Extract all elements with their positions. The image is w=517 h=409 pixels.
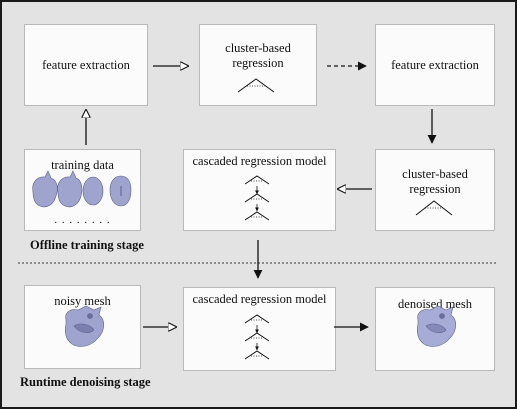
cascaded-model-label-2: cascaded regression model bbox=[192, 292, 327, 306]
feature-extraction-label-1: feature extraction bbox=[42, 58, 130, 72]
cascaded-model-box-1: cascaded regression model bbox=[183, 149, 336, 231]
training-data-box: training data . . . . . . . . bbox=[24, 149, 141, 231]
cascaded-model-box-2: cascaded regression model bbox=[183, 287, 336, 371]
cluster-regression-box-2: cluster-based regression bbox=[375, 149, 495, 231]
training-data-label: training data bbox=[51, 158, 114, 172]
training-dots: . . . . . . . . bbox=[54, 214, 111, 226]
denoised-mesh-label: denoised mesh bbox=[398, 297, 472, 311]
cluster-regression-label-1a: cluster-based bbox=[225, 41, 291, 55]
denoised-mesh-box: denoised mesh bbox=[375, 287, 495, 371]
cascaded-model-label-1: cascaded regression model bbox=[192, 154, 327, 168]
cluster-regression-label-2b: regression bbox=[409, 182, 461, 196]
offline-stage-label: Offline training stage bbox=[30, 238, 144, 252]
feature-extraction-label-2: feature extraction bbox=[391, 58, 479, 72]
noisy-mesh-label: noisy mesh bbox=[54, 294, 111, 308]
cluster-regression-label-2a: cluster-based bbox=[402, 167, 468, 181]
feature-extraction-box-2: feature extraction bbox=[375, 24, 495, 106]
cluster-regression-label-1b: regression bbox=[232, 56, 284, 70]
cluster-regression-box-1: cluster-based regression bbox=[199, 24, 317, 106]
feature-extraction-box-1: feature extraction bbox=[24, 24, 148, 106]
noisy-mesh-box: noisy mesh bbox=[24, 285, 141, 369]
runtime-stage-label: Runtime denoising stage bbox=[20, 375, 151, 389]
